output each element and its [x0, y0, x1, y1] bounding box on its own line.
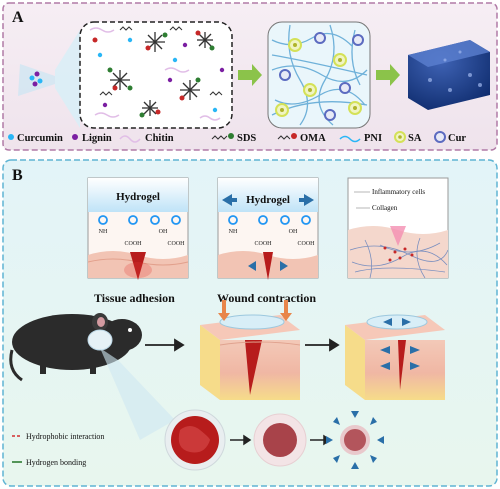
- sa-legend-ring-icon: [394, 131, 406, 143]
- mouse-icon: [9, 313, 142, 382]
- legend-label-chitin: Chitin: [145, 133, 174, 144]
- sa-ring-icon: [275, 38, 362, 117]
- curcumin-dot-icon: [8, 134, 14, 140]
- precursor-mixture-box: [79, 21, 233, 129]
- cur-ring-icon: [279, 32, 364, 121]
- legend-label-cur: Cur: [448, 133, 466, 144]
- sds-chain-icon: [211, 133, 234, 140]
- lignin-dot-icon: [72, 134, 78, 140]
- process-arrow-icon: [305, 338, 340, 352]
- chem-nh2-2: NH: [229, 229, 238, 235]
- caption-wound-contraction: Wound contraction: [217, 291, 316, 305]
- legend-label-curcumin: Curcumin: [17, 133, 63, 144]
- wound-contraction-box: Hydrogel NH COOH OH COOH: [217, 177, 319, 280]
- collagen-label: Collagen: [372, 204, 398, 212]
- chem-cooh-3: COOH: [254, 241, 272, 247]
- contraction-arrow-icon: [222, 194, 314, 206]
- skin-block-contracted: [345, 314, 445, 400]
- key-hydrogen-bonding: Hydrogen bonding: [26, 458, 86, 467]
- chem-cooh-2: COOH: [167, 241, 185, 247]
- caption-tissue-adhesion: Tissue adhesion: [94, 291, 175, 305]
- oma-chain-icon: [277, 133, 297, 140]
- chem-oh-1: OH: [159, 229, 168, 235]
- hydrogel-network-box: [267, 21, 371, 129]
- zoom-cone-icon: [100, 348, 175, 440]
- chem-oh-2: OH: [289, 229, 298, 235]
- process-arrow-icon: [238, 64, 262, 86]
- wound-healing-sequence: [164, 409, 384, 471]
- shrink-arrows-icon: [326, 411, 384, 469]
- legend-label-pni: PNI: [364, 133, 382, 144]
- panel-b: B Hydrogel NH COOH OH COOH: [2, 159, 498, 487]
- interaction-key: Hydrophobic interaction Hydrogen bonding: [12, 432, 104, 467]
- healing-tissue-box: Inflammatory cells Collagen: [347, 177, 449, 279]
- key-hydrophobic: Hydrophobic interaction: [26, 432, 104, 441]
- tissue-adhesion-box: Hydrogel NH COOH OH COOH: [87, 177, 189, 280]
- skin-block-adhesion: [200, 300, 301, 400]
- legend-label-lignin: Lignin: [82, 133, 112, 144]
- process-arrow-icon: [376, 64, 400, 86]
- cur-legend-ring-icon: [434, 131, 446, 143]
- micelle-icon: [110, 32, 213, 116]
- hydrogel-sponge-icon: [408, 40, 490, 110]
- panel-a-legend: Curcumin Lignin Chitin SDS OMA PNI SA Cu…: [8, 131, 466, 144]
- hydrogel-label-2: Hydrogel: [246, 194, 290, 206]
- pni-wave-icon: [339, 135, 361, 143]
- injection-cone-icon: [18, 30, 80, 128]
- hydrogel-label-1: Hydrogel: [116, 191, 160, 203]
- panel-a-letter: A: [12, 9, 24, 26]
- process-arrow-icon: [145, 338, 185, 352]
- chitin-curve-icon: [119, 135, 141, 143]
- chem-cooh-4: COOH: [297, 241, 315, 247]
- legend-label-oma: OMA: [300, 133, 326, 144]
- chem-cooh-1: COOH: [124, 241, 142, 247]
- legend-label-sds: SDS: [237, 133, 256, 144]
- inflammatory-cells-label: Inflammatory cells: [372, 188, 425, 196]
- chem-nh2-1: NH: [99, 229, 108, 235]
- panel-a: A: [2, 2, 498, 151]
- panel-b-letter: B: [12, 167, 23, 184]
- legend-label-sa: SA: [408, 133, 422, 144]
